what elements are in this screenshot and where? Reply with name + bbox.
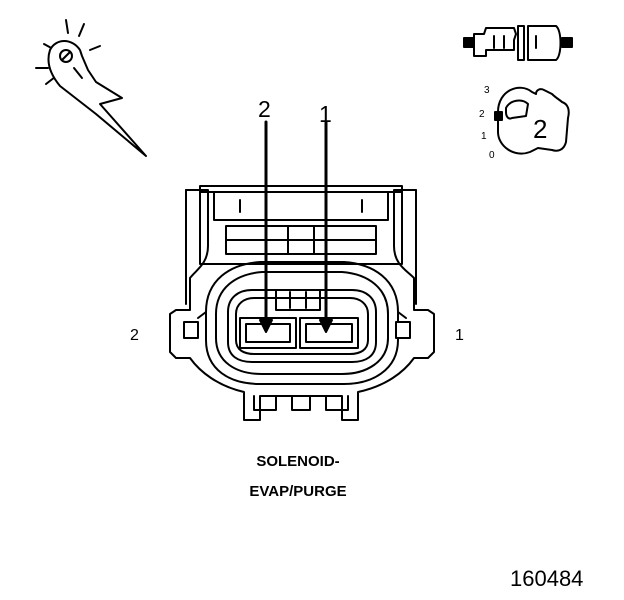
key-tick-3: 3 [484, 85, 490, 96]
key-tick-2: 2 [479, 109, 485, 120]
key-position-label: 2 [533, 114, 548, 144]
connector-face [169, 185, 435, 421]
inline-connector-icon [463, 25, 573, 61]
reference-number: 160484 [510, 566, 584, 591]
side-1-label: 1 [455, 327, 464, 344]
key-tick-1: 1 [481, 131, 487, 142]
caption-line-2: EVAP/PURGE [249, 483, 347, 500]
back-probe-terminal-icon [35, 19, 147, 157]
connector-key-position-icon [494, 86, 570, 155]
pin-2-label: 2 [258, 96, 271, 122]
pin-2-arrow [259, 120, 273, 333]
pin-1-arrow [319, 120, 333, 333]
key-tick-0: 0 [489, 150, 495, 161]
caption-line-1: SOLENOID- [256, 453, 340, 470]
pin-1-label: 1 [319, 101, 332, 127]
side-2-label: 2 [130, 327, 139, 344]
